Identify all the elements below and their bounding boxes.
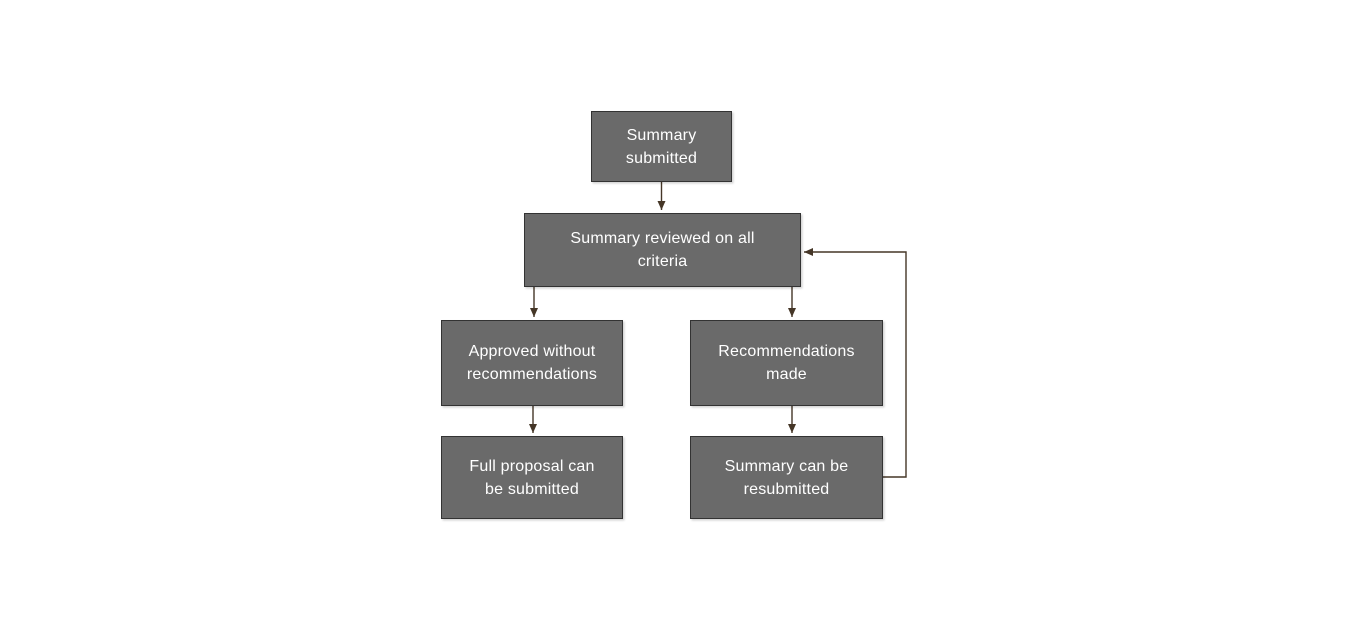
node-label-line: Summary reviewed on all [570,230,755,247]
node-label-line: Recommendations [718,343,855,360]
node-full-proposal-can-be-submitted: Full proposal can be submitted [441,436,623,519]
node-label-line: submitted [625,149,698,167]
node-summary-submitted: Summary submitted [591,111,732,182]
node-summary-reviewed-on-all-criteria: Summary reviewed on all criteria [524,213,801,287]
node-summary-can-be-resubmitted: Summary can be resubmitted [690,436,883,519]
node-label-line: Approved without [468,343,596,360]
node-label-line: Full proposal can [469,457,595,475]
node-label-line: Summary [626,126,697,144]
node-label-line: resubmitted [743,480,830,498]
node-recommendations-made: Recommendations made [690,320,883,406]
node-label-line: recommendations [466,366,598,383]
node-approved-without-recommendations: Approved without recommendations [441,320,623,406]
node-label-line: made [766,366,807,383]
node-label-line: be submitted [484,480,579,498]
node-label-line: Summary can be [724,457,849,475]
node-label-line: criteria [637,253,688,270]
